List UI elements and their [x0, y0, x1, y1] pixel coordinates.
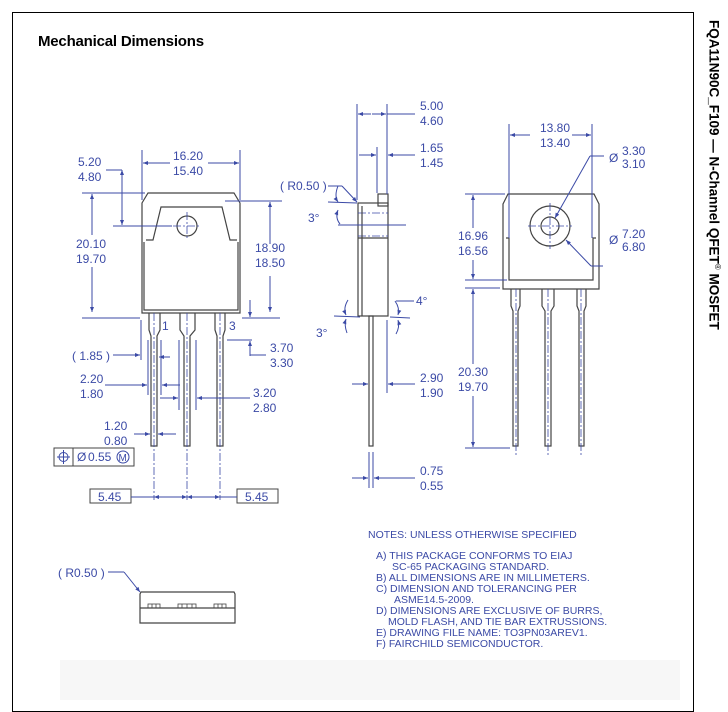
front-body-inner: [143, 242, 239, 311]
pitch-box-right: [236, 488, 279, 504]
pitch-box-left: [89, 488, 132, 504]
dim-pad-width-min: 13.40: [540, 136, 570, 150]
diameter-symbol: Ø: [77, 450, 86, 464]
side-top-angle: 3°: [308, 211, 320, 225]
dim-pitch-left: 5.45: [98, 490, 122, 504]
dim-pad-width-max: 13.80: [540, 121, 570, 135]
dim-tab-width-min: 15.40: [173, 164, 203, 178]
dim-pad-diameter-min: 6.80: [622, 240, 646, 254]
pin-1-label: 1: [162, 319, 169, 333]
dim-lead-width-min: 0.80: [104, 434, 128, 448]
front-body-outline: [141, 192, 241, 314]
back-leads: [510, 289, 587, 456]
note-a: A) THIS PACKAGE CONFORMS TO EIAJ: [376, 550, 572, 562]
note-e: E) DRAWING FILE NAME: TO3PN03AREV1.: [376, 627, 588, 639]
back-view: 13.80 13.40 Ø 3.30 3.10 Ø 7.20 6.80 16.9…: [456, 121, 646, 456]
dim-thickness-max: 5.00: [420, 99, 444, 113]
dim-tab-thickness-max: 1.65: [420, 141, 444, 155]
note-f: F) FAIRCHILD SEMICONDUCTOR.: [376, 638, 543, 650]
section-title: Mechanical Dimensions: [38, 33, 204, 50]
dim-lead-center-width-min: 2.80: [253, 401, 277, 415]
dim-body-height-min: 18.50: [255, 256, 285, 270]
dim-tab-width-max: 16.20: [173, 149, 203, 163]
dim-lead-shoulder-width-max: 2.20: [80, 372, 104, 386]
dim-pad-diameter-max: 7.20: [622, 227, 646, 241]
side-view: 5.00 4.60 1.65 1.45 ( R0.50 ) 3° 3° 4° 2…: [280, 99, 444, 493]
note-b: B) ALL DIMENSIONS ARE IN MILLIMETERS.: [376, 572, 590, 584]
dim-lead-shoulder-width-min: 1.80: [80, 387, 104, 401]
note-c-cont: ASME14.5-2009.: [394, 594, 474, 606]
dim-lead-offset-max: 2.90: [420, 371, 444, 385]
side-tab: [377, 193, 389, 207]
dim-lead-thickness-min: 0.55: [420, 479, 444, 493]
dim-pitch-right: 5.45: [245, 490, 269, 504]
bottom-lead-stubs: [147, 603, 227, 609]
front-leads: [148, 313, 226, 500]
dim-hole-diameter-min: 3.10: [622, 157, 646, 171]
side-corner-radius: ( R0.50 ): [280, 179, 327, 193]
dim-lead-thickness-max: 0.75: [420, 464, 444, 478]
note-a-cont: SC-65 PACKAGING STANDARD.: [392, 561, 549, 573]
dim-lead-ref: ( 1.85 ): [72, 349, 110, 363]
dim-thickness-min: 4.60: [420, 114, 444, 128]
dim-pad-height-max: 16.96: [458, 229, 488, 243]
notes-block: NOTES: UNLESS OTHERWISE SPECIFIED A) THI…: [368, 529, 607, 650]
bottom-corner-radius: ( R0.50 ): [58, 566, 105, 580]
dim-lead-offset-min: 1.90: [420, 386, 444, 400]
dim-lead-width-max: 1.20: [104, 419, 128, 433]
dim-total-height-min: 19.70: [76, 252, 106, 266]
bottom-view: ( R0.50 ): [58, 566, 236, 624]
dim-lead-shoulder-min: 3.30: [270, 356, 294, 370]
dim-tab-thickness-min: 1.45: [420, 156, 444, 170]
max-material-modifier: M: [119, 453, 127, 464]
diameter-symbol-hole: Ø: [609, 151, 618, 165]
notes-header: NOTES: UNLESS OTHERWISE SPECIFIED: [368, 529, 577, 541]
diameter-symbol-pad: Ø: [609, 233, 618, 247]
pin-3-label: 3: [229, 319, 236, 333]
position-tolerance-frame: Ø 0.55 M: [53, 447, 135, 467]
note-d: D) DIMENSIONS ARE EXCLUSIVE OF BURRS,: [376, 605, 602, 617]
note-c: C) DIMENSION AND TOLERANCING PER: [376, 583, 577, 595]
bottom-body: [139, 591, 236, 624]
side-lead: [368, 315, 374, 447]
dim-lead-center-width-max: 3.20: [253, 386, 277, 400]
front-tab-inner: [146, 206, 237, 241]
max-material-icon: [116, 450, 130, 464]
dim-hole-diameter-max: 3.30: [622, 144, 646, 158]
dim-total-height-max: 20.10: [76, 237, 106, 251]
dim-lead-length-max: 20.30: [458, 365, 488, 379]
dim-pad-height-min: 16.56: [458, 244, 488, 258]
mechanical-drawing: 1 3 16.20 15.40 5.20 4.80 20.10 19.70 18…: [53, 99, 646, 650]
dim-lead-shoulder-max: 3.70: [270, 341, 294, 355]
position-tolerance-value: 0.55: [88, 450, 112, 464]
dim-hole-offset-max: 5.20: [78, 155, 102, 169]
back-body-outline: [502, 193, 600, 290]
dim-lead-length-min: 19.70: [458, 380, 488, 394]
dim-hole-offset-min: 4.80: [78, 170, 102, 184]
side-bottom-angle-left: 3°: [316, 326, 328, 340]
front-view: 1 3 16.20 15.40 5.20 4.80 20.10 19.70 18…: [53, 149, 294, 504]
dim-body-height-max: 18.90: [255, 241, 285, 255]
note-d-cont: MOLD FLASH, AND TIE BAR EXTRUSSIONS.: [388, 616, 607, 628]
side-bottom-angle-right: 4°: [416, 294, 428, 308]
